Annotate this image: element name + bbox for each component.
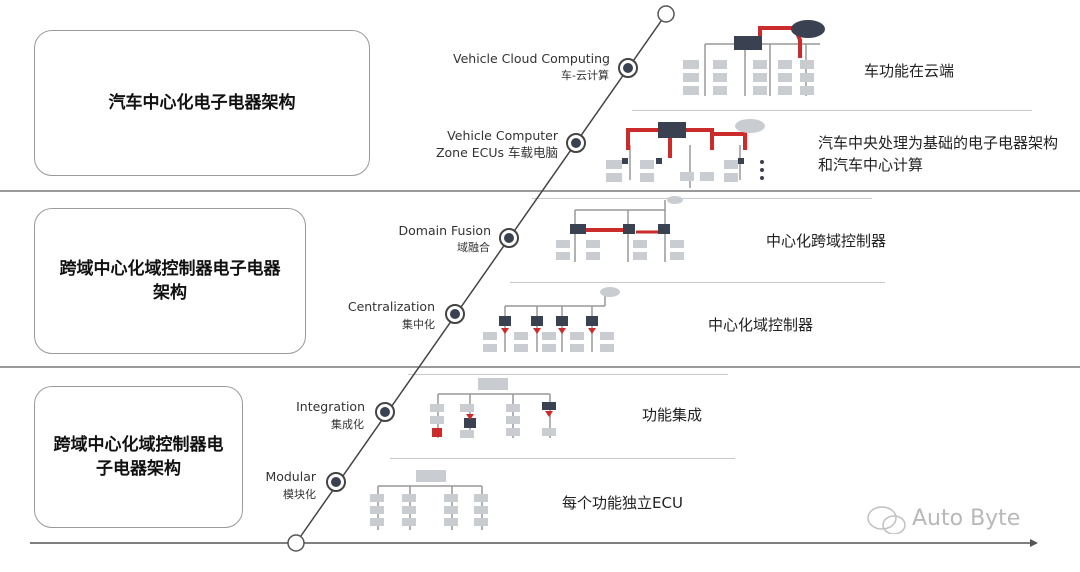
tier-label: 汽车中心化电子电器架构 bbox=[108, 93, 296, 113]
arch-diagram-centralization bbox=[483, 287, 620, 352]
stage-label-en: Vehicle Cloud Computing bbox=[453, 51, 610, 66]
stage-description: 每个功能独立ECU bbox=[562, 494, 683, 512]
stage-node bbox=[445, 304, 465, 324]
stage-label-cn: 模块化 bbox=[283, 488, 316, 501]
stage-label-en: Integration bbox=[296, 399, 365, 414]
stage-divider bbox=[408, 374, 728, 375]
stage-label-cn: 集中化 bbox=[402, 318, 435, 331]
tier-label: 跨域中心化域控制器电子电器架构 bbox=[53, 435, 224, 479]
tier-box-top: 汽车中心化电子电器架构 bbox=[34, 30, 370, 176]
stage-node bbox=[326, 472, 346, 492]
arch-diagram-domain-fusion bbox=[556, 196, 684, 262]
arch-diagram-modular bbox=[370, 470, 488, 530]
stage-node bbox=[566, 133, 586, 153]
stage-divider bbox=[632, 110, 1032, 111]
arch-diagram-integration bbox=[430, 378, 556, 438]
stage-label-en: Centralization bbox=[347, 299, 435, 314]
stage-label-en: Modular bbox=[265, 469, 316, 484]
tier-label: 跨域中心化域控制器电子电器架构 bbox=[59, 259, 281, 303]
evolution-line bbox=[295, 13, 667, 544]
stage-label-cn: 集成化 bbox=[331, 418, 364, 431]
stage-description: 中心化跨域控制器 bbox=[766, 232, 887, 250]
wechat-icon bbox=[867, 506, 906, 534]
tier-separator bbox=[0, 190, 1080, 192]
stage-node bbox=[375, 402, 395, 422]
stage-label-cn: 域融合 bbox=[457, 241, 490, 254]
stage-description: 车功能在云端 bbox=[864, 62, 955, 80]
axis-arrow bbox=[1030, 539, 1038, 547]
arch-diagram-cloud bbox=[683, 20, 825, 96]
tier-box-bottom: 跨域中心化域控制器电子电器架构 bbox=[34, 386, 243, 528]
tier-separator bbox=[0, 366, 1080, 368]
tier-box-middle: 跨域中心化域控制器电子电器架构 bbox=[34, 208, 306, 354]
stage-description: 功能集成 bbox=[642, 406, 703, 424]
watermark-text: Auto Byte bbox=[912, 506, 1021, 531]
end-node bbox=[657, 5, 675, 23]
stage-description: 中心化域控制器 bbox=[708, 316, 814, 334]
stage-node bbox=[499, 228, 519, 248]
stage-label-en: Domain Fusion bbox=[398, 223, 491, 238]
stage-description: 汽车中央处理为基础的电子电器架构和汽车中心计算 bbox=[818, 134, 1059, 174]
stage-divider bbox=[510, 282, 885, 283]
stage-divider bbox=[390, 458, 735, 459]
stage-node bbox=[618, 58, 638, 78]
stage-label-en: Vehicle Computer Zone ECUs 车载电脑 bbox=[435, 128, 558, 160]
start-node bbox=[287, 534, 305, 552]
stage-divider bbox=[532, 198, 872, 199]
arch-diagram-vehicle-computer bbox=[606, 119, 765, 188]
stage-label-cn: 车-云计算 bbox=[561, 69, 609, 82]
